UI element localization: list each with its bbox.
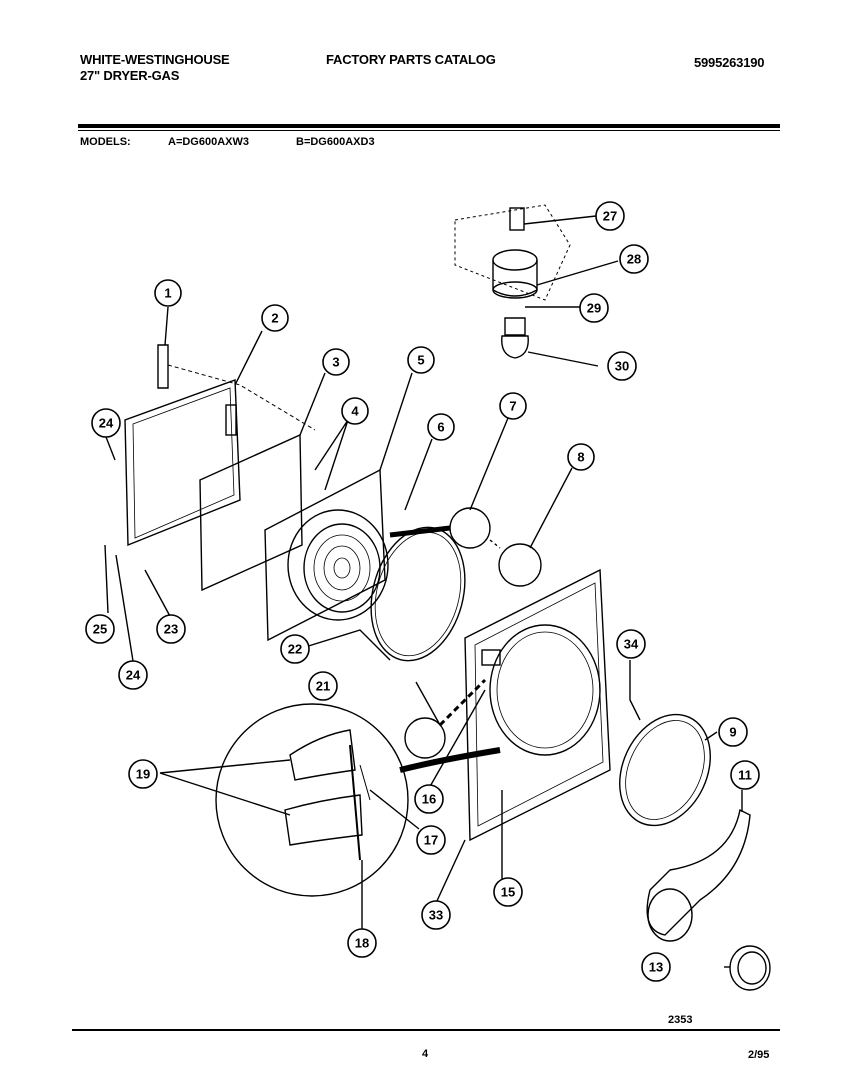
lamp-socket bbox=[492, 260, 538, 297]
callout-11: 11 bbox=[730, 760, 760, 790]
svg-text:6: 6 bbox=[437, 420, 444, 435]
lamp-socket-top bbox=[492, 249, 538, 271]
callout-27: 27 bbox=[595, 201, 625, 231]
lamp-bulb-base bbox=[504, 317, 526, 336]
brand-line-2: 27" DRYER-GAS bbox=[80, 68, 180, 83]
figure-number: 2353 bbox=[668, 1014, 693, 1026]
svg-text:4: 4 bbox=[351, 404, 359, 419]
callout-9: 9 bbox=[718, 717, 748, 747]
callout-22: 22 bbox=[280, 634, 310, 664]
callout-17: 17 bbox=[416, 825, 446, 855]
callout-7: 7 bbox=[499, 392, 527, 420]
lamp-bulb bbox=[501, 335, 529, 359]
door-handle bbox=[225, 404, 237, 436]
svg-text:19: 19 bbox=[136, 767, 150, 782]
callout-8: 8 bbox=[567, 443, 595, 471]
svg-text:24: 24 bbox=[99, 416, 114, 431]
lamp-socket-base bbox=[492, 281, 538, 299]
callout-19: 19 bbox=[128, 759, 158, 789]
svg-text:9: 9 bbox=[729, 725, 736, 740]
svg-text:24: 24 bbox=[126, 668, 141, 683]
svg-text:33: 33 bbox=[429, 908, 443, 923]
callout-1: 1 bbox=[154, 279, 182, 307]
catalog-title: FACTORY PARTS CATALOG bbox=[326, 52, 496, 67]
svg-text:1: 1 bbox=[164, 286, 171, 301]
svg-text:28: 28 bbox=[627, 252, 641, 267]
brand-line-1: WHITE-WESTINGHOUSE bbox=[80, 52, 230, 67]
svg-text:30: 30 bbox=[615, 359, 629, 374]
svg-text:23: 23 bbox=[164, 622, 178, 637]
svg-text:13: 13 bbox=[649, 960, 663, 975]
callout-16: 16 bbox=[414, 784, 444, 814]
svg-text:21: 21 bbox=[316, 679, 330, 694]
callout-34: 34 bbox=[616, 629, 646, 659]
front-panel-opening bbox=[489, 624, 601, 756]
exhaust-duct bbox=[646, 808, 751, 936]
parts-drawing bbox=[104, 204, 771, 991]
callout-21: 21 bbox=[308, 671, 338, 701]
callout-30: 30 bbox=[607, 351, 637, 381]
svg-text:15: 15 bbox=[501, 885, 515, 900]
callout-13: 13 bbox=[641, 952, 671, 982]
callout-4: 4 bbox=[341, 397, 369, 425]
door-inner-panel bbox=[199, 433, 303, 592]
door-switch-part bbox=[404, 717, 446, 759]
hinge-pin bbox=[157, 344, 169, 389]
svg-text:3: 3 bbox=[332, 355, 339, 370]
catalog-number: 5995263190 bbox=[694, 55, 765, 70]
model-a: A=DG600AXW3 bbox=[168, 136, 250, 148]
door-strike bbox=[498, 543, 542, 587]
svg-text:29: 29 bbox=[587, 301, 601, 316]
svg-text:17: 17 bbox=[424, 833, 438, 848]
svg-text:22: 22 bbox=[288, 642, 302, 657]
svg-text:8: 8 bbox=[577, 450, 584, 465]
detail-hinge-top bbox=[289, 729, 356, 781]
door-liner bbox=[264, 468, 386, 642]
lamp-housing-outline bbox=[454, 204, 571, 301]
callout-28: 28 bbox=[619, 244, 649, 274]
callout-25: 25 bbox=[85, 614, 115, 644]
model-b: B=DG600AXD3 bbox=[296, 136, 375, 148]
header-rule-thin bbox=[78, 130, 780, 131]
door-outer-panel bbox=[124, 379, 241, 547]
lint-screen bbox=[303, 523, 381, 613]
callout-24-top: 24 bbox=[91, 408, 121, 438]
callout-5: 5 bbox=[407, 346, 435, 374]
revision-date: 2/95 bbox=[748, 1049, 770, 1061]
front-panel bbox=[464, 568, 611, 842]
detail-magnifier bbox=[215, 703, 409, 897]
svg-text:7: 7 bbox=[509, 399, 516, 414]
svg-text:34: 34 bbox=[624, 637, 639, 652]
page-number: 4 bbox=[422, 1048, 429, 1060]
svg-text:27: 27 bbox=[603, 209, 617, 224]
svg-text:11: 11 bbox=[738, 768, 752, 783]
lint-screen-ring bbox=[287, 509, 389, 621]
svg-text:5: 5 bbox=[417, 353, 424, 368]
drum-seal bbox=[619, 713, 711, 827]
svg-text:2: 2 bbox=[271, 311, 278, 326]
door-gasket bbox=[370, 526, 466, 662]
callout-29: 29 bbox=[579, 293, 609, 323]
callout-15: 15 bbox=[493, 877, 523, 907]
svg-text:18: 18 bbox=[355, 936, 369, 951]
models-label: MODELS: bbox=[80, 136, 131, 148]
svg-text:25: 25 bbox=[93, 622, 107, 637]
callout-18: 18 bbox=[347, 928, 377, 958]
callout-6: 6 bbox=[427, 413, 455, 441]
header-rule-thick bbox=[78, 124, 780, 128]
duct-opening bbox=[647, 888, 693, 942]
callout-24-bottom: 24 bbox=[118, 660, 148, 690]
duct-ring bbox=[729, 945, 771, 991]
footer-rule bbox=[72, 1029, 780, 1031]
detail-hinge-bottom bbox=[284, 794, 363, 846]
door-catch bbox=[449, 507, 491, 549]
lamp-terminal bbox=[509, 207, 525, 231]
svg-text:16: 16 bbox=[422, 792, 436, 807]
callout-33: 33 bbox=[421, 900, 451, 930]
callout-3: 3 bbox=[322, 348, 350, 376]
callout-23: 23 bbox=[156, 614, 186, 644]
door-switch bbox=[481, 649, 501, 666]
callout-2: 2 bbox=[261, 304, 289, 332]
